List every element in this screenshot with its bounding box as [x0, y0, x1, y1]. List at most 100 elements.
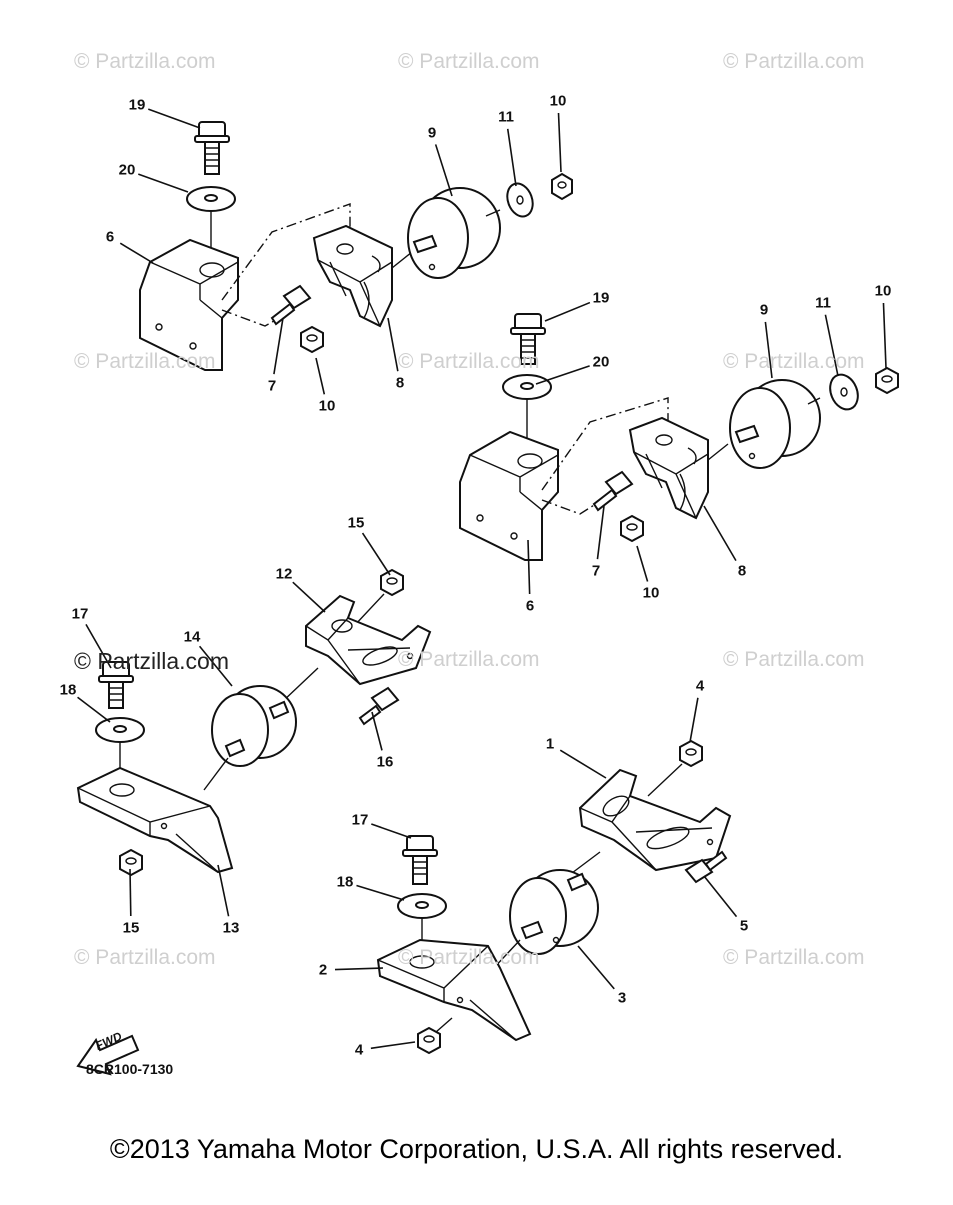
callout-7: 7 [591, 562, 601, 580]
callout-9: 9 [759, 301, 769, 319]
bolt-17-right-part [402, 835, 438, 885]
nut-15-bottom-part [119, 848, 143, 877]
bracket-6-right-part [459, 430, 559, 561]
washer-11-right-part [829, 373, 859, 411]
mount-14-part [211, 685, 297, 767]
nut-10-far-right-part [875, 366, 899, 395]
leader-line-14 [198, 645, 233, 687]
leader-line-7 [596, 505, 605, 560]
callout-6: 6 [525, 597, 535, 615]
leader-line-4 [689, 697, 699, 743]
callout-17: 17 [71, 605, 89, 623]
mount-3-part [509, 869, 599, 955]
callout-10: 10 [874, 282, 892, 300]
callout-3: 3 [617, 989, 627, 1007]
washer-20-right-part [502, 374, 552, 400]
bolt-16-part [358, 686, 400, 726]
mount-9-left-part [407, 187, 501, 279]
washer-11-left-part [506, 182, 534, 218]
leader-line-2 [334, 967, 384, 971]
callout-18: 18 [336, 873, 354, 891]
callout-11: 11 [498, 108, 514, 126]
leader-line-1 [559, 749, 607, 779]
callout-10: 10 [549, 92, 567, 110]
callout-15: 15 [347, 514, 365, 532]
washer-18-left-part [95, 717, 145, 743]
fwd-arrow-icon [76, 1034, 140, 1076]
assembly-top-left [139, 121, 573, 371]
bracket-8-part [312, 224, 393, 328]
leader-line-10 [315, 357, 326, 395]
leader-line-5 [703, 875, 738, 918]
callout-13: 13 [222, 919, 240, 937]
callout-4: 4 [354, 1041, 364, 1059]
callout-8: 8 [395, 374, 405, 392]
bolt-19-part [194, 121, 230, 175]
callout-1: 1 [545, 735, 555, 753]
watermark: © Partzilla.com [74, 350, 216, 373]
watermark: © Partzilla.com [723, 350, 865, 373]
callout-20: 20 [592, 353, 610, 371]
leader-line-11 [824, 314, 839, 377]
callout-4: 4 [695, 677, 705, 695]
bracket-8-right-part [628, 416, 709, 520]
watermark: © Partzilla.com [398, 648, 540, 671]
callout-12: 12 [275, 565, 293, 583]
nut-15-top-part [380, 568, 404, 597]
nut-4-bottom-part [417, 1026, 441, 1055]
leader-line-18 [77, 696, 111, 723]
callout-5: 5 [739, 917, 749, 935]
nut-10-top-part [551, 172, 573, 201]
watermark: © Partzilla.com [74, 50, 216, 73]
leader-line-4 [370, 1041, 416, 1050]
leader-line-9 [434, 144, 453, 197]
leader-line-20 [535, 365, 590, 385]
callout-19: 19 [128, 96, 146, 114]
callout-19: 19 [592, 289, 610, 307]
watermark: © Partzilla.com [398, 350, 540, 373]
nut-10-right-part [620, 514, 644, 543]
leader-line-10 [636, 545, 649, 582]
bolt-5-part [684, 850, 728, 884]
leader-line-8 [703, 505, 737, 562]
watermark: © Partzilla.com [74, 648, 229, 674]
watermark: © Partzilla.com [74, 946, 216, 969]
leader-line-19 [147, 108, 201, 129]
leader-line-7 [273, 317, 284, 375]
bolt-7-right-part [592, 470, 634, 512]
callout-16: 16 [376, 753, 394, 771]
callout-9: 9 [427, 124, 437, 142]
bracket-2-part [376, 938, 532, 1042]
callout-2: 2 [318, 961, 328, 979]
washer-18-right-part [397, 893, 447, 919]
leader-line-3 [577, 945, 615, 990]
nut-10-left-part [300, 325, 324, 354]
callout-14: 14 [183, 628, 201, 646]
callout-6: 6 [105, 228, 115, 246]
callout-18: 18 [59, 681, 77, 699]
bracket-13-part [76, 766, 234, 874]
callout-leaders [77, 108, 887, 1050]
bolt-7-part [270, 284, 312, 326]
callout-15: 15 [122, 919, 140, 937]
watermark: © Partzilla.com [398, 946, 540, 969]
bracket-6-part [139, 238, 239, 371]
watermark: © Partzilla.com [723, 648, 865, 671]
leader-line-9 [764, 321, 773, 379]
callout-10: 10 [642, 584, 660, 602]
callout-7: 7 [267, 377, 277, 395]
leader-line-15 [361, 532, 391, 576]
callout-17: 17 [351, 811, 369, 829]
watermark: © Partzilla.com [723, 946, 865, 969]
leader-line-16 [371, 711, 383, 751]
leader-line-18 [356, 884, 405, 901]
leader-line-15 [129, 868, 132, 917]
callout-10: 10 [318, 397, 336, 415]
watermark: © Partzilla.com [723, 50, 865, 73]
callout-11: 11 [815, 294, 831, 312]
mount-9-right-part [729, 379, 821, 469]
leader-line-19 [544, 301, 591, 322]
leader-line-10 [882, 302, 887, 369]
